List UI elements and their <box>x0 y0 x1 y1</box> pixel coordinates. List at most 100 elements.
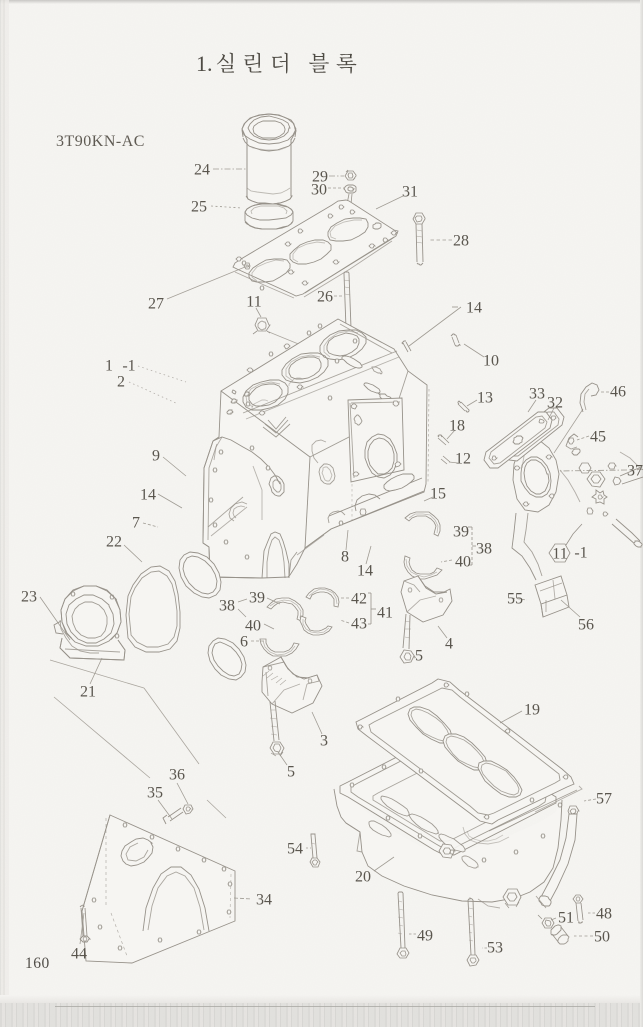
stud-14-target <box>401 340 412 353</box>
part-label-41-35: 41 <box>377 605 393 622</box>
stud-28 <box>412 212 426 266</box>
part-label-54-49: 54 <box>287 841 303 858</box>
part-label-14-9: 14 <box>466 300 482 317</box>
dowel-13-target <box>457 400 470 413</box>
cylinder-block <box>202 318 430 579</box>
washer-30 <box>343 184 357 194</box>
part-label-11-8: 11 <box>246 294 261 311</box>
part-label-14-33: 14 <box>357 563 373 580</box>
part-label-29-2: 29 <box>312 169 328 186</box>
part-label-20-50: 20 <box>355 869 371 886</box>
part-label-m1-61: -1 <box>574 545 587 562</box>
part-label-19-47: 19 <box>524 702 540 719</box>
dipstick-tube-57 <box>535 805 580 909</box>
bearing-case-flange <box>512 439 560 513</box>
stud-10-target <box>450 333 462 347</box>
part-label-45-15: 45 <box>590 429 606 446</box>
part-label-34-51: 34 <box>256 892 272 909</box>
part-label-28-5: 28 <box>453 233 469 250</box>
part-label-15-19: 15 <box>430 486 446 503</box>
part-label-43-36: 43 <box>351 616 367 633</box>
part-label-1-20: 1 <box>105 358 113 375</box>
bolt-54 <box>309 833 321 868</box>
part-label-37-18: 37 <box>627 463 643 480</box>
part-label-25-1: 25 <box>191 199 207 216</box>
part-label-30-3: 30 <box>311 182 327 199</box>
part-label-39-29: 39 <box>453 524 469 541</box>
cap-bolt-5-right <box>399 613 416 664</box>
part-label-11-60: 11 <box>552 546 567 563</box>
part-label-44-52: 44 <box>71 946 87 963</box>
part-label-50-57: 50 <box>594 929 610 946</box>
callout-11-1 <box>548 523 583 563</box>
part-label-32-13: 32 <box>547 395 563 412</box>
bracket-55-56 <box>534 575 570 618</box>
bearing-cap-4 <box>400 575 453 623</box>
pump-assembly <box>559 448 643 548</box>
part-label-14-24: 14 <box>140 487 156 504</box>
clamp-45 <box>565 433 579 450</box>
part-label-53-54: 53 <box>487 940 503 957</box>
part-label-38-30: 38 <box>476 541 492 558</box>
part-label-6-40: 6 <box>240 634 248 651</box>
thrust-washers <box>299 587 340 636</box>
bracket-body <box>511 512 543 581</box>
part-label-24-0: 24 <box>194 162 210 179</box>
part-label-2-22: 2 <box>117 374 125 391</box>
part-label-27-7: 27 <box>148 296 164 313</box>
part-label-10-10: 10 <box>483 353 499 370</box>
title-glyphs: 1. <box>196 51 357 76</box>
pan-frame-19 <box>355 678 583 832</box>
part-label-42-34: 42 <box>351 591 367 608</box>
seal-housing <box>53 585 126 661</box>
nut-29 <box>344 169 357 181</box>
rear-plate-34 <box>79 804 236 964</box>
part-label-21-28: 21 <box>80 684 96 701</box>
washer-50 <box>550 924 570 945</box>
part-label-46-14: 46 <box>610 384 626 401</box>
main-bearings-left <box>259 597 304 657</box>
part-label-40-31: 40 <box>455 554 471 571</box>
leader-lines <box>39 168 628 949</box>
part-label-31-4: 31 <box>402 184 418 201</box>
part-label-26-6: 26 <box>317 289 333 306</box>
part-label-12-17: 12 <box>455 451 471 468</box>
cover-gasket-33 <box>483 411 553 469</box>
part-label-13-11: 13 <box>477 390 493 407</box>
part-label-m1-21: -1 <box>122 358 135 375</box>
drain-plug-48 <box>572 894 584 924</box>
part-label-48-56: 48 <box>596 906 612 923</box>
head-gasket <box>232 199 399 299</box>
main-bearings-right <box>403 511 443 580</box>
part-label-8-32: 8 <box>341 549 349 566</box>
title-number: 1. <box>196 51 213 76</box>
bolt-53 <box>466 897 480 967</box>
part-label-55-59: 55 <box>507 591 523 608</box>
part-label-40-39: 40 <box>245 618 261 635</box>
hook-46 <box>553 382 600 454</box>
bearing-cap-3 <box>261 656 323 714</box>
gasket-oval-upper <box>178 551 222 599</box>
part-label-5-42: 5 <box>415 648 423 665</box>
part-label-5-44: 5 <box>287 764 295 781</box>
part-label-39-38: 39 <box>249 590 265 607</box>
bolt-49 <box>396 891 410 959</box>
part-label-3-43: 3 <box>320 733 328 750</box>
pin-18-target <box>437 434 450 446</box>
part-label-7-25: 7 <box>132 515 140 532</box>
cylinder-liner <box>241 113 297 230</box>
gasket-oval-lower <box>207 637 247 681</box>
part-label-4-41: 4 <box>445 636 453 653</box>
part-label-9-23: 9 <box>152 448 160 465</box>
part-label-22-26: 22 <box>106 534 122 551</box>
part-label-35-46: 35 <box>147 785 163 802</box>
pin-12-target <box>440 455 451 465</box>
part-label-57-48: 57 <box>596 791 612 808</box>
part-label-49-53: 49 <box>417 928 433 945</box>
joint-51 <box>537 914 555 929</box>
part-label-36-45: 36 <box>169 767 185 784</box>
part-label-18-16: 18 <box>449 418 465 435</box>
